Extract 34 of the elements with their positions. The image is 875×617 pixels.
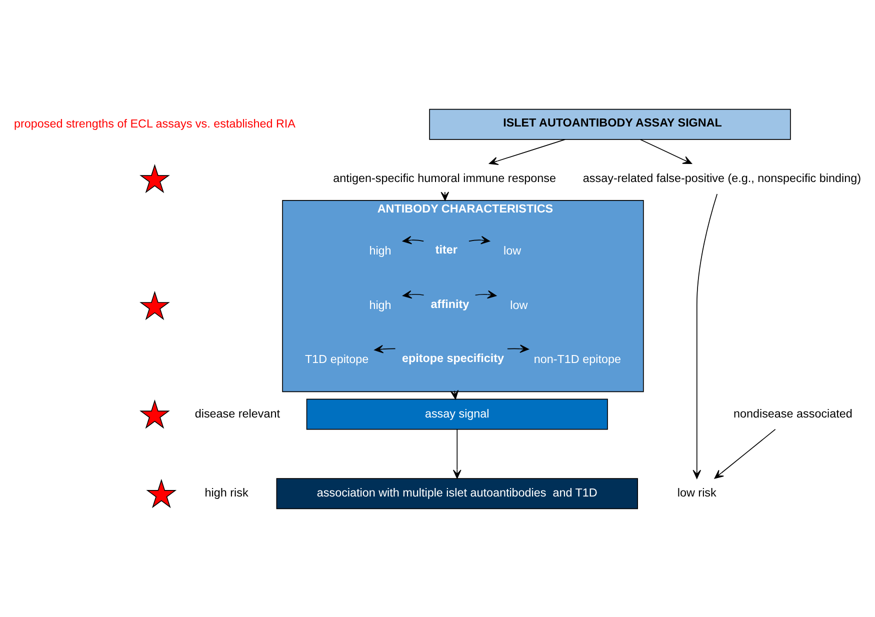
arrow xyxy=(488,138,566,165)
node-text: high xyxy=(369,244,392,257)
node-text: assay-related false-positive (e.g., nonspecific binding) xyxy=(582,171,861,184)
arrow xyxy=(692,193,718,478)
node-text: antigen-specific humoral immune response xyxy=(333,171,556,184)
label: proposed strengths of ECL assays vs. established RIA xyxy=(14,116,296,130)
arrow xyxy=(402,235,424,244)
node-star xyxy=(140,290,170,320)
node-star xyxy=(146,478,177,508)
arrow xyxy=(374,344,396,353)
node-star xyxy=(140,163,170,193)
node-text: low risk xyxy=(677,486,716,500)
arrow xyxy=(468,235,490,244)
node-text: epitope specificity xyxy=(402,352,504,365)
label: high risk xyxy=(204,486,248,500)
node-text: nondisease associated xyxy=(734,406,852,420)
arrow xyxy=(507,344,529,352)
node-star xyxy=(140,399,170,428)
node-text: T1D epitope xyxy=(305,352,369,366)
node-box: ISLET AUTOANTIBODY ASSAY SIGNAL xyxy=(429,108,791,140)
label: disease relevant xyxy=(194,406,280,420)
node-box: assay signal xyxy=(306,398,608,430)
node-text: high xyxy=(369,298,392,312)
arrow xyxy=(402,290,424,298)
node-text: non-T1D epitope xyxy=(534,352,621,366)
arrow xyxy=(640,138,692,164)
node-text: low xyxy=(510,298,528,312)
node-text: affinity xyxy=(430,297,470,310)
node-text: low xyxy=(503,244,522,257)
node-text: titer xyxy=(435,243,458,256)
arrow xyxy=(474,290,497,298)
arrow xyxy=(452,428,462,478)
node-box: association with multiple islet autoantibodies and T1D xyxy=(276,478,638,509)
arrow xyxy=(714,428,776,478)
